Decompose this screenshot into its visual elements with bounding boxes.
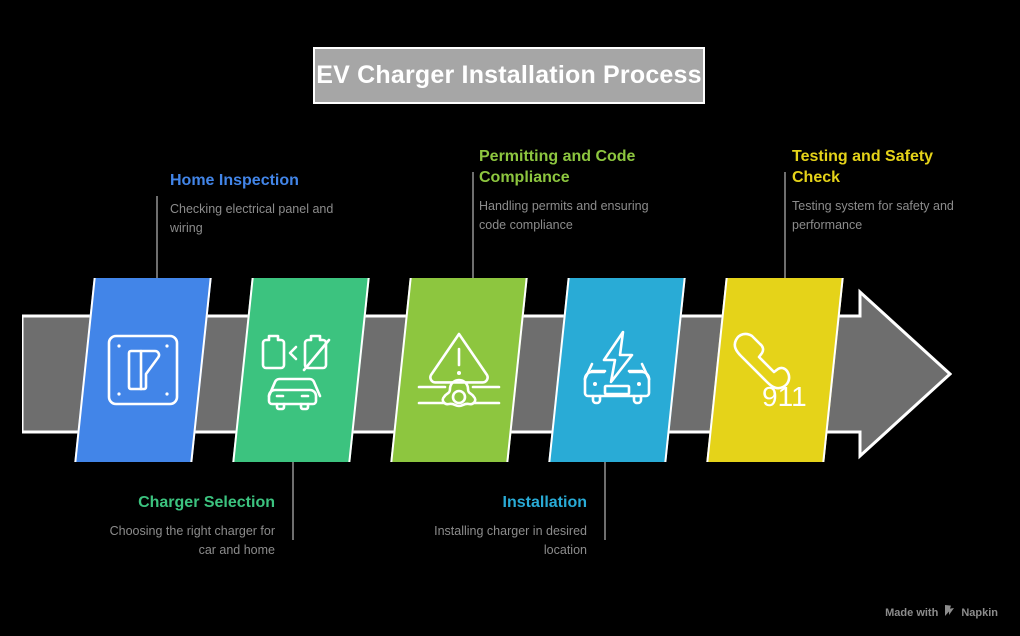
card-icon-wrapper <box>560 278 674 462</box>
branding-watermark[interactable]: Made with Napkin <box>885 604 998 622</box>
page-title: EV Charger Installation Process <box>316 61 702 89</box>
electrical-panel-switch-icon <box>100 327 186 413</box>
branding-made-with-label: Made with <box>885 607 939 619</box>
process-step-card-permitting[interactable] <box>390 278 528 462</box>
process-step-card-home-inspection[interactable] <box>74 278 212 462</box>
step-label-home-inspection: Home Inspection Checking electrical pane… <box>170 170 355 238</box>
connector-line-step-4 <box>604 456 606 540</box>
step-description: Testing system for safety and performanc… <box>792 199 954 232</box>
emergency-number-text: 911 <box>762 381 807 412</box>
step-description: Choosing the right charger for car and h… <box>109 524 275 557</box>
branding-product-name: Napkin <box>961 607 998 619</box>
connector-line-step-2 <box>292 456 294 540</box>
warning-permit-stamp-icon <box>415 327 503 413</box>
connector-line-step-5 <box>784 172 786 282</box>
step-label-testing-safety: Testing and Safety Check Testing system … <box>792 146 972 235</box>
step-title: Installation <box>502 494 587 511</box>
napkin-leaf-logo-icon <box>943 604 956 622</box>
step-label-charger-selection: Charger Selection Choosing the right cha… <box>90 492 275 560</box>
step-title: Permitting and Code Compliance <box>479 148 636 187</box>
page-title-box: EV Charger Installation Process <box>313 47 705 104</box>
step-label-installation: Installation Installing charger in desir… <box>399 492 587 560</box>
car-lightning-bolt-icon <box>571 327 663 413</box>
process-step-card-charger-selection[interactable] <box>232 278 370 462</box>
card-icon-wrapper: 911 <box>718 278 832 462</box>
card-icon-wrapper <box>86 278 200 462</box>
step-label-permitting: Permitting and Code Compliance Handling … <box>479 146 679 235</box>
step-title: Testing and Safety Check <box>792 148 934 187</box>
process-step-card-installation[interactable] <box>548 278 686 462</box>
connector-line-step-1 <box>156 196 158 282</box>
step-description: Handling permits and ensuring code compl… <box>479 199 649 232</box>
battery-comparison-car-icon <box>256 327 346 413</box>
connector-line-step-3 <box>472 172 474 282</box>
card-icon-wrapper <box>402 278 516 462</box>
step-title: Charger Selection <box>138 494 275 511</box>
emergency-phone-911-icon: 911 <box>728 327 822 413</box>
card-icon-wrapper <box>244 278 358 462</box>
process-step-card-testing-safety[interactable]: 911 <box>706 278 844 462</box>
step-description: Installing charger in desired location <box>434 524 587 557</box>
step-description: Checking electrical panel and wiring <box>170 202 334 235</box>
step-title: Home Inspection <box>170 172 299 189</box>
